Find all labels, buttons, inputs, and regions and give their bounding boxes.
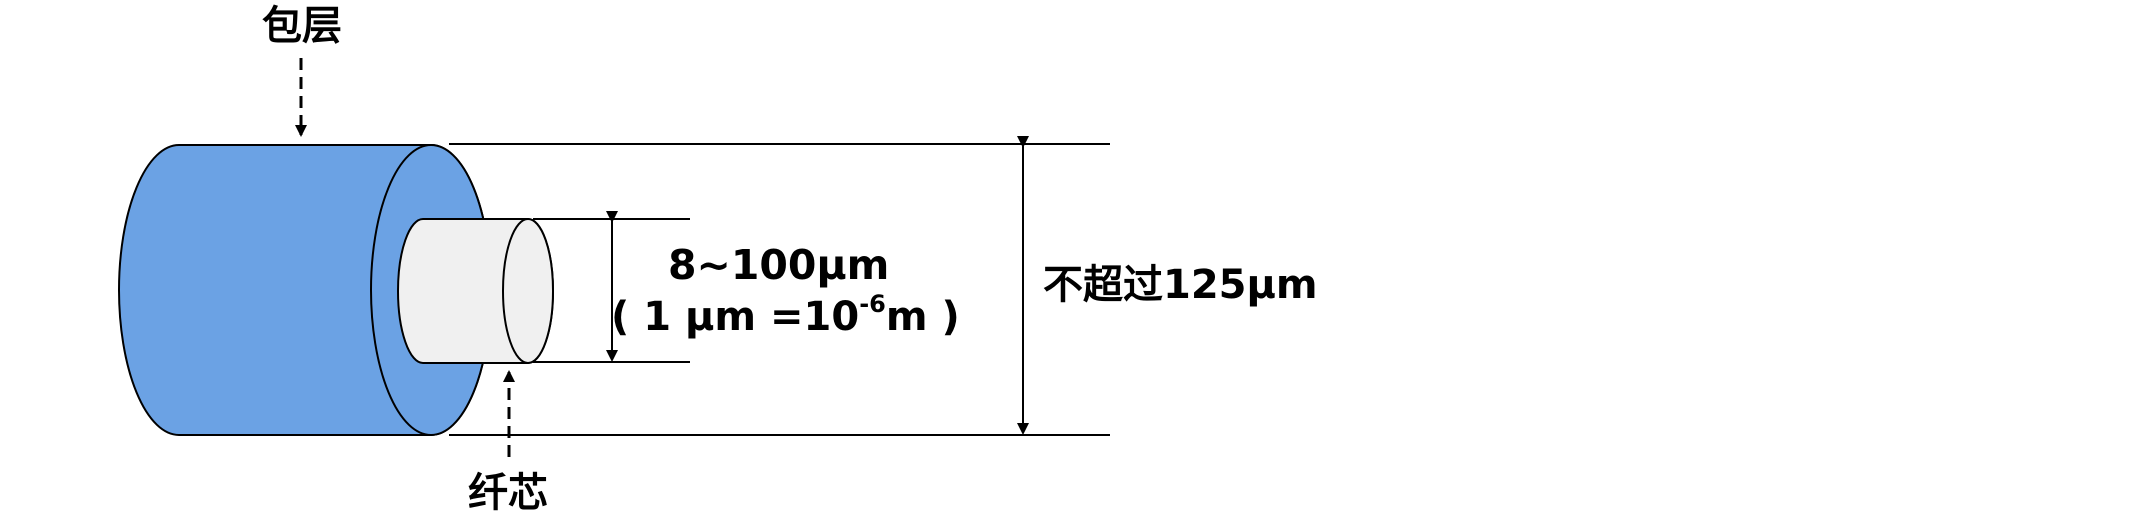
core-diameter-label: 8~100μm	[668, 241, 890, 289]
unit-text-close: m )	[885, 294, 960, 340]
core-front-face	[502, 218, 554, 364]
cladding-label: 包层	[262, 3, 342, 49]
micrometer-definition-label: ( 1 μm =10-6m )	[611, 292, 960, 337]
unit-exponent: -6	[859, 290, 886, 318]
unit-text-open: ( 1 μm =10	[611, 294, 860, 340]
core-label: 纤芯	[468, 470, 548, 516]
outer-diameter-label: 不超过125μm	[1043, 262, 1318, 308]
